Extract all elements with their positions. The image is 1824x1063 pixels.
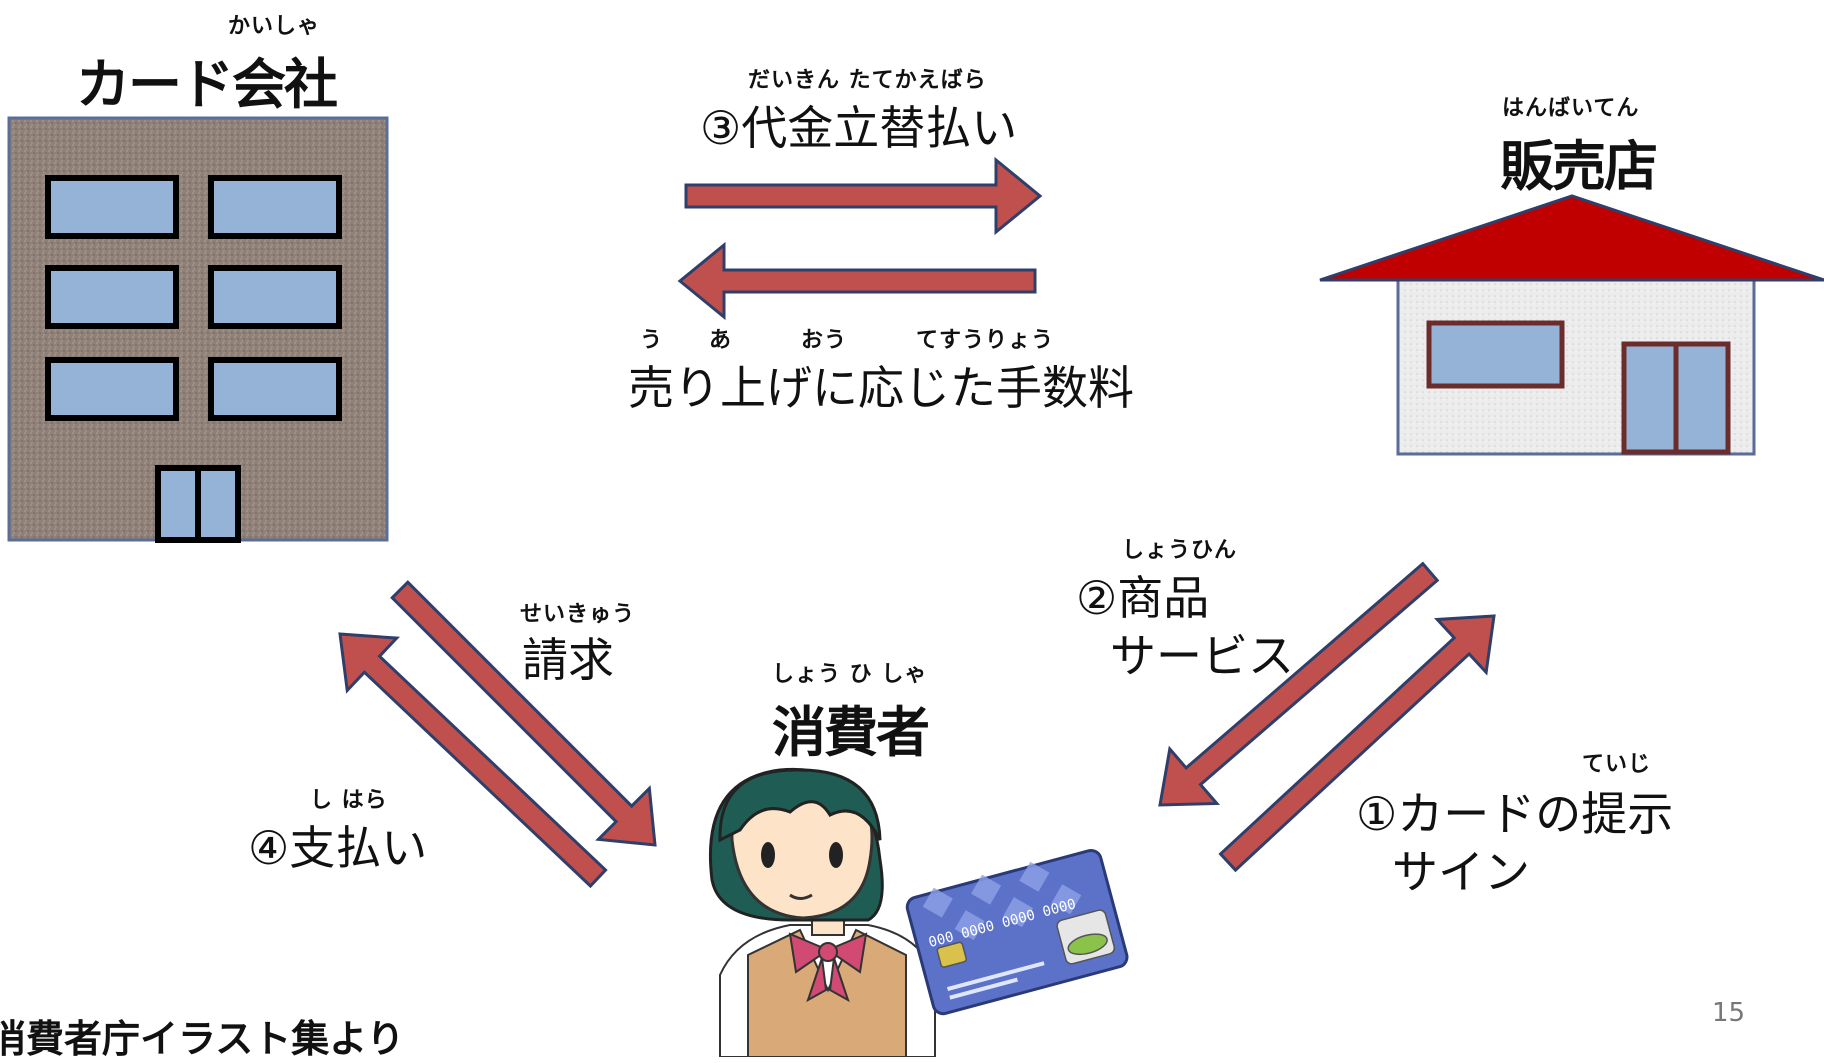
consumer-ruby: しょう ひ しゃ [772, 662, 928, 687]
payment-label: ④支払い [248, 821, 428, 875]
arrow-fee [677, 241, 1037, 321]
arrow-present-card [1218, 614, 1496, 873]
page-number: 15 [1712, 998, 1746, 1028]
billing-label: 請求 [522, 633, 614, 687]
card-company-title: カード会社 [76, 53, 338, 116]
shop-title: 販売店 [1500, 135, 1658, 198]
goods-label-2: サービス [1110, 629, 1294, 683]
arrow-billing [390, 580, 657, 847]
goods-label-1: ②商品 [1076, 571, 1210, 625]
goods-ruby: しょうひん [1122, 538, 1238, 563]
billing-ruby: せいきゅう [520, 602, 636, 627]
arrow-payment [338, 632, 608, 889]
payment-ruby: し はら [310, 788, 388, 813]
shop-ruby: はんばいてん [1502, 96, 1640, 121]
fee-ruby: う あ おう てすうりょう [640, 328, 1055, 353]
illustration-credit: 消費者庁イラスト集より [0, 1017, 405, 1061]
arrow-goods [1158, 561, 1440, 807]
arrow-advance-payment [684, 156, 1043, 236]
present-card-label-1: ①カードの提示 [1356, 787, 1674, 841]
advance-payment-label: ③代金立替払い [700, 101, 1018, 155]
present-card-label-2: サイン [1392, 845, 1530, 899]
present-card-ruby: ていじ [1582, 752, 1652, 777]
card-company-ruby: かいしゃ [228, 14, 321, 39]
consumer-title: 消費者 [772, 701, 930, 764]
advance-payment-ruby: だいきん たてかえばら [748, 68, 987, 93]
fee-label: 売り上げに応じた手数料 [628, 361, 1134, 415]
